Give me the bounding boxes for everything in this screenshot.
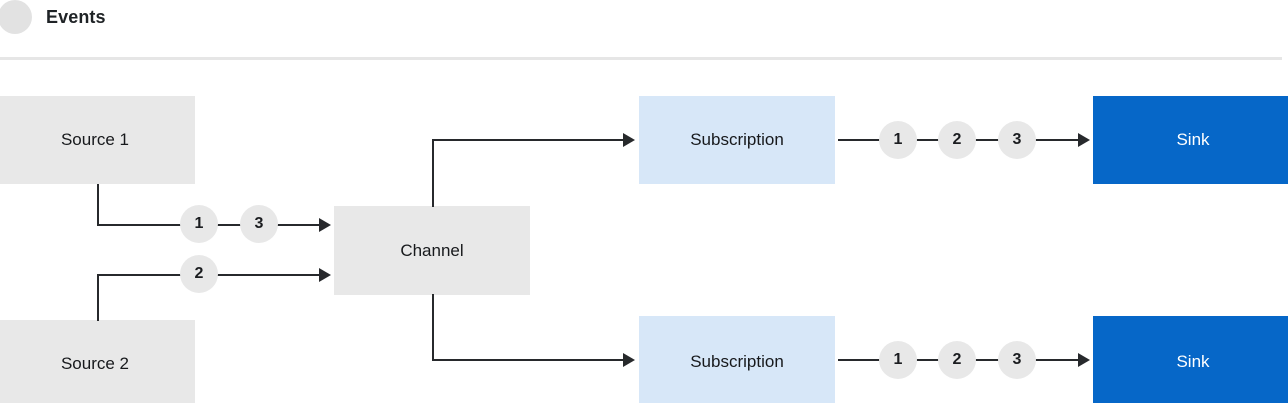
node-channel-label: Channel — [400, 240, 464, 260]
node-source-1-label: Source 1 — [60, 130, 130, 149]
node-subscription-bottom-label: Subscription — [690, 352, 784, 371]
arrowhead-channel-to-subscription-top — [623, 133, 635, 147]
connector-source-2-up — [97, 275, 99, 321]
event-token: 1 — [879, 341, 917, 379]
event-token: 3 — [998, 341, 1036, 379]
legend-label: Events — [46, 7, 106, 27]
arrowhead-source-1-to-channel — [319, 218, 331, 232]
event-token: 3 — [998, 121, 1036, 159]
node-source-1[interactable]: Source 1 — [0, 96, 195, 184]
node-subscription-top[interactable]: Subscription — [639, 96, 835, 184]
connector-channel-down — [432, 294, 434, 361]
event-circle-icon — [0, 0, 32, 34]
event-token: 3 — [240, 205, 278, 243]
arrowhead-subscription-bottom-to-sink — [1078, 353, 1090, 367]
connector-channel-up — [432, 140, 434, 207]
event-token: 1 — [180, 205, 218, 243]
event-token: 2 — [938, 341, 976, 379]
arrowhead-channel-to-subscription-bottom — [623, 353, 635, 367]
node-sink-top-label: Sink — [1176, 130, 1210, 149]
connector-source-1-down — [97, 184, 99, 226]
node-channel[interactable]: Channel — [334, 206, 530, 295]
node-sink-top[interactable]: Sink — [1093, 96, 1288, 184]
node-subscription-top-label: Subscription — [690, 130, 784, 149]
event-token: 2 — [180, 255, 218, 293]
node-source-2-label: Source 2 — [60, 354, 130, 373]
event-token: 2 — [938, 121, 976, 159]
node-sink-bottom[interactable]: Sink — [1093, 316, 1288, 403]
node-sink-bottom-label: Sink — [1176, 352, 1210, 371]
arrowhead-subscription-top-to-sink — [1078, 133, 1090, 147]
header-divider — [0, 57, 1282, 60]
connector-channel-to-subscription-top — [432, 139, 623, 141]
event-token: 1 — [879, 121, 917, 159]
node-subscription-bottom[interactable]: Subscription — [639, 316, 835, 403]
connector-channel-to-subscription-bottom — [432, 359, 623, 361]
node-source-2[interactable]: Source 2 — [0, 320, 195, 403]
arrowhead-source-2-to-channel — [319, 268, 331, 282]
